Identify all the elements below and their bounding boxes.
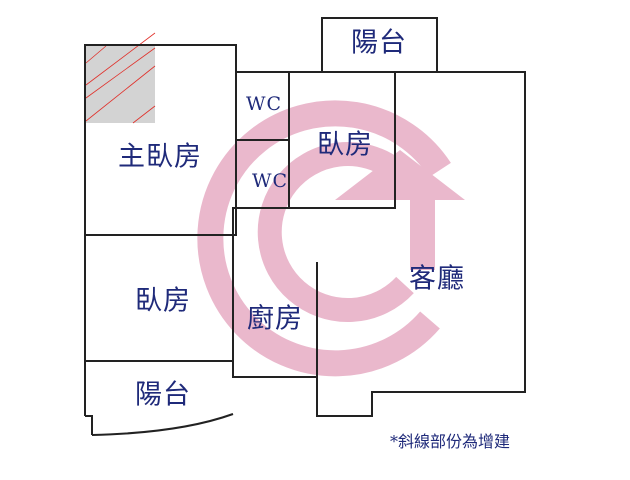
room-label-living-room: 客廳 <box>409 263 465 295</box>
room-label-kitchen: 廚房 <box>247 303 303 335</box>
room-label-master-bedroom: 主臥房 <box>118 141 202 173</box>
room-label-bedroom-left: 臥房 <box>135 285 191 317</box>
room-label-balcony-bottom: 陽台 <box>135 379 191 411</box>
addition-hatched-area <box>85 32 156 124</box>
room-label-wc-upper: WC <box>245 93 283 115</box>
watermark-logo <box>197 100 465 377</box>
room-label-wc-lower: WC <box>251 170 289 192</box>
room-label-balcony-top: 陽台 <box>351 27 407 59</box>
addition-note: *斜線部份為增建 <box>390 432 511 451</box>
walls <box>84 17 526 436</box>
room-label-bedroom-upper: 臥房 <box>317 129 373 161</box>
